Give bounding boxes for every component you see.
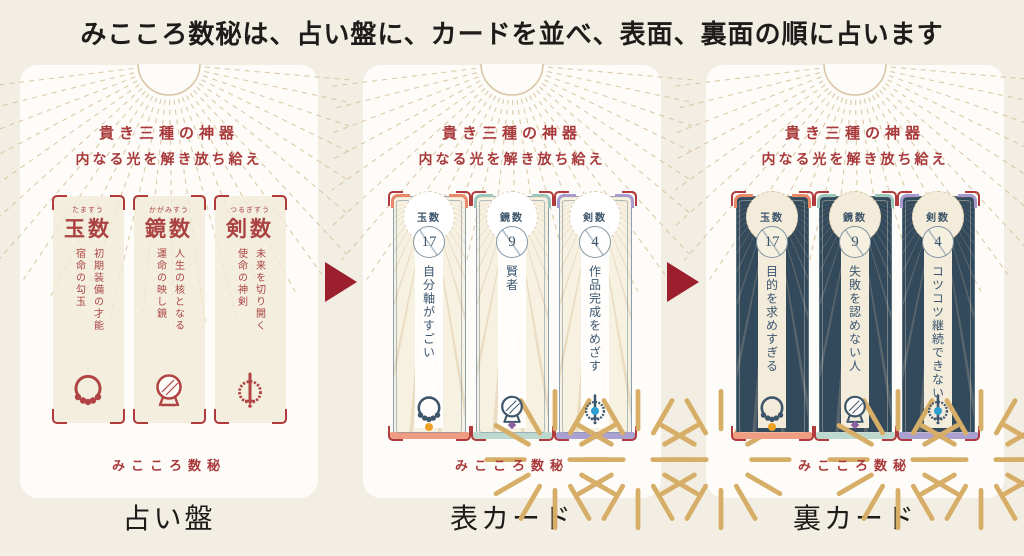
corner-bracket xyxy=(213,195,229,210)
sword-orb-icon xyxy=(591,407,599,415)
card-number: 17 xyxy=(413,226,445,258)
magatama-icon xyxy=(68,371,108,411)
card-icon xyxy=(571,388,619,432)
corner-bracket xyxy=(132,409,148,424)
card-number: 4 xyxy=(579,226,611,258)
card-number: 4 xyxy=(922,226,954,258)
panel-caption-back: 裏カード xyxy=(792,504,917,535)
card-number: 9 xyxy=(496,226,528,258)
blessing-line-1: 貴き三種の神器 xyxy=(441,126,582,142)
magatama-icon xyxy=(755,393,789,427)
corner-bracket xyxy=(109,409,125,424)
corner-bracket xyxy=(271,195,287,210)
front-cards: 玉数 17 自分軸がすごい 鏡数 9 賢者 xyxy=(363,191,661,439)
blessing-line-2: 内なる光を解き放ち給え xyxy=(761,153,949,168)
step-arrow-icon xyxy=(325,262,357,302)
slot-description: 初期装備の才能 宿命の勾玉 xyxy=(69,248,108,358)
panel-front-cards: 貴き三種の神器 内なる光を解き放ち給え 玉数 17 自分軸がすごい xyxy=(363,65,661,498)
slot-title: 鏡数 xyxy=(145,217,193,241)
magatama-bead-icon xyxy=(768,423,776,431)
card-message: コツコツ継続できない xyxy=(930,265,945,400)
slot-description: 人生の核となる 運命の映し鏡 xyxy=(150,248,189,358)
board-slot-tama: たますう 玉数 初期装備の才能 宿命の勾玉 xyxy=(51,195,125,424)
sword-orb-icon xyxy=(934,407,942,415)
panel-back-cards: 貴き三種の神器 内なる光を解き放ち給え 玉数 17 目的を求めすぎる xyxy=(706,65,1004,498)
card-label: 玉数 xyxy=(760,213,784,224)
step-arrow-icon xyxy=(667,262,699,302)
panel-board: 貴き三種の神器 内なる光を解き放ち給え たますう 玉数 初期装備の才能 宿命の勾… xyxy=(20,65,318,498)
panel-caption-board: 占い盤 xyxy=(122,504,216,535)
brand-text: みこころ数秘 xyxy=(797,458,912,473)
card-label: 剣数 xyxy=(926,213,950,224)
slot-desc-col: 未来を切り開く xyxy=(253,248,265,332)
magatama-icon xyxy=(412,393,446,427)
slot-desc-col: 人生の核となる xyxy=(172,248,184,332)
card-tama-back: 玉数 17 目的を求めすぎる xyxy=(730,191,812,439)
blessing-line-1: 貴き三種の神器 xyxy=(784,126,925,142)
slot-title: 剣数 xyxy=(226,217,274,241)
corner-bracket xyxy=(213,409,229,424)
card-label: 鏡数 xyxy=(500,213,524,224)
card-tama-front: 玉数 17 自分軸がすごい xyxy=(387,191,469,439)
corner-bracket xyxy=(190,195,206,210)
sword-icon xyxy=(230,371,270,411)
card-label: 鏡数 xyxy=(843,213,867,224)
page-title: みこころ数秘は、占い盤に、カードを並べ、表面、裏面の順に占います xyxy=(80,20,944,49)
card-bottom-strip xyxy=(389,432,469,439)
slot-title: 玉数 xyxy=(64,217,112,241)
corner-bracket xyxy=(190,409,206,424)
card-message: 失敗を認めない人 xyxy=(847,265,862,373)
brand-text: みこころ数秘 xyxy=(111,458,226,473)
slot-desc-col: 運命の映し鏡 xyxy=(154,248,166,320)
card-label: 玉数 xyxy=(417,213,441,224)
card-message: 作品完成をめざす xyxy=(587,265,602,373)
corner-bracket xyxy=(109,195,125,210)
slot-desc-col: 宿命の勾玉 xyxy=(73,248,85,308)
card-icon xyxy=(748,388,796,432)
panel-caption-front: 表カード xyxy=(449,504,574,535)
blessing-line-1: 貴き三種の神器 xyxy=(98,126,239,142)
card-icon xyxy=(831,388,879,432)
brand-text: みこころ数秘 xyxy=(454,458,569,473)
board-slot-kagami: かがみすう 鏡数 人生の核となる 運命の映し鏡 xyxy=(132,195,206,424)
corner-bracket xyxy=(51,409,67,424)
blessing-line-2: 内なる光を解き放ち給え xyxy=(418,153,606,168)
corner-bracket xyxy=(132,195,148,210)
slot-desc-col: 初期装備の才能 xyxy=(91,248,103,332)
card-label: 剣数 xyxy=(583,213,607,224)
mirror-icon xyxy=(149,371,189,411)
slot-desc-col: 使命の神剣 xyxy=(235,248,247,308)
card-number: 9 xyxy=(839,226,871,258)
board-slot-tsurugi: つるぎすう 剣数 未来を切り開く 使命の神剣 xyxy=(213,195,287,424)
slot-description: 未来を切り開く 使命の神剣 xyxy=(231,248,270,358)
card-icon xyxy=(488,388,536,432)
card-message: 目的を求めすぎる xyxy=(764,265,779,373)
card-bottom-strip xyxy=(732,432,812,439)
card-message: 自分軸がすごい xyxy=(421,265,436,360)
magatama-bead-icon xyxy=(425,423,433,431)
back-cards: 玉数 17 目的を求めすぎる 鏡数 9 失敗を認めない人 xyxy=(706,191,1004,439)
board-slots: たますう 玉数 初期装備の才能 宿命の勾玉 かがみすう 鏡数 人生の核となる 運… xyxy=(20,195,318,424)
card-message: 賢者 xyxy=(504,265,519,292)
corner-bracket xyxy=(271,409,287,424)
card-icon xyxy=(914,388,962,432)
corner-bracket xyxy=(51,195,67,210)
card-icon xyxy=(405,388,453,432)
card-number: 17 xyxy=(756,226,788,258)
blessing-line-2: 内なる光を解き放ち給え xyxy=(75,153,263,168)
